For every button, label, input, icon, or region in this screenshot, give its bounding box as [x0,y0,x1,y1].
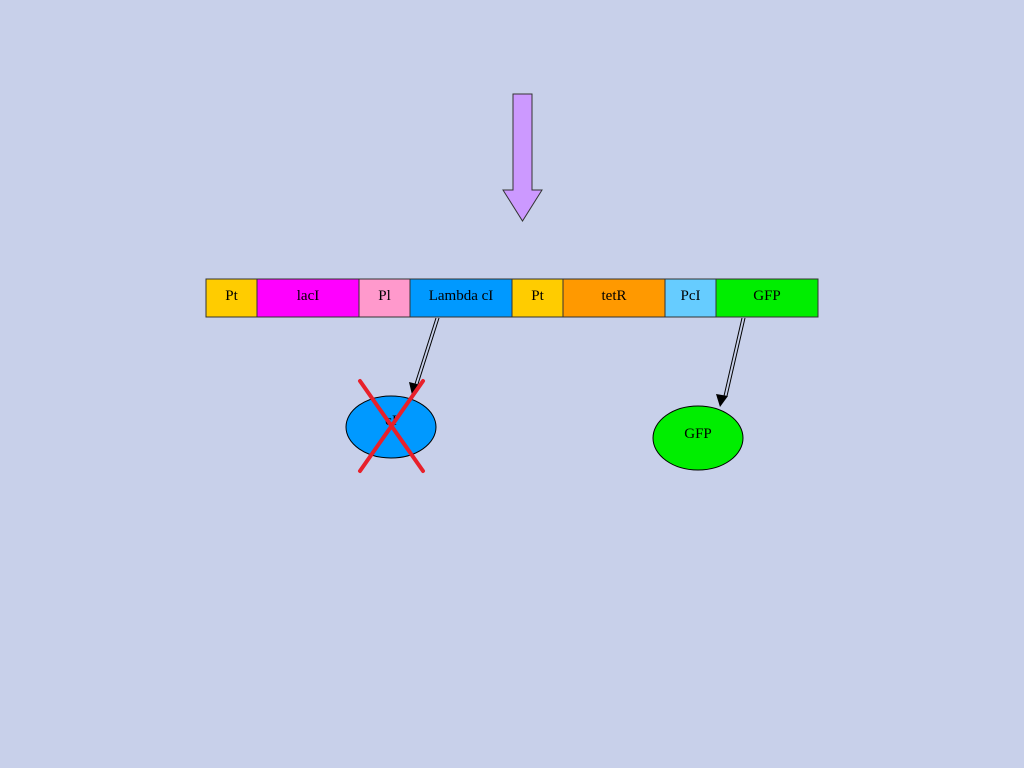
cross-mark-icon [358,379,425,473]
cI-expression-arrow [409,317,440,395]
segment-label: Pl [378,288,391,304]
segment-pt: Pt [511,278,564,318]
segment-lambda-ci: Lambda cI [409,278,513,318]
gfp-protein-label: GFP [684,426,712,442]
segment-label: Pt [225,288,238,304]
segment-box [511,278,564,318]
gfp-expression-arrow [716,317,746,407]
segment-gfp: GFP [715,278,819,318]
segment-laci: lacI [256,278,360,318]
dna-construct: Pt lacI Pl Lambda cI Pt tetR PcI GFP [205,278,819,318]
segment-pt: Pt [205,278,258,318]
segment-box [715,278,819,318]
segment-box [562,278,666,318]
segment-label: Lambda cI [429,288,494,304]
segment-label: PcI [681,288,701,304]
segment-label: tetR [602,288,627,304]
segment-label: Pt [531,288,544,304]
inducer-arrow [502,93,543,222]
segment-label: lacI [297,288,319,304]
segment-box [358,278,411,318]
cI-protein-label: cI [385,413,397,429]
segment-box [256,278,360,318]
segment-tetr: tetR [562,278,666,318]
gfp-protein-ellipse [652,405,744,471]
cI-protein: cI [345,379,437,473]
segment-label: GFP [753,288,781,304]
segment-box [205,278,258,318]
segment-box [664,278,717,318]
segment-pci: PcI [664,278,717,318]
gfp-protein: GFP [652,405,744,471]
segment-pl: Pl [358,278,411,318]
